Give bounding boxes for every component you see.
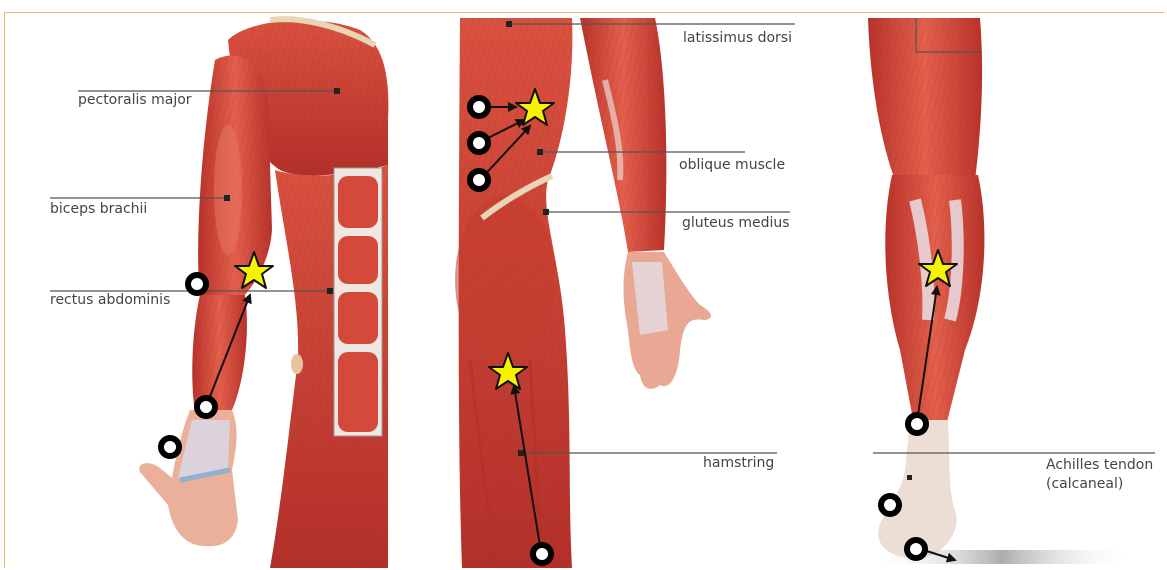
origin-ring-icon (470, 98, 488, 116)
panel-back (455, 18, 711, 568)
origin-ring-icon (881, 496, 899, 514)
origin-ring-icon (470, 134, 488, 152)
label-gluteus-medius: gluteus medius (682, 215, 790, 232)
label-biceps-brachii: biceps brachii (50, 201, 147, 218)
origin-ring-icon (188, 275, 206, 293)
origin-ring-icon (907, 540, 925, 558)
label-latissimus-dorsi: latissimus dorsi (683, 30, 792, 47)
origin-ring-icon (197, 398, 215, 416)
label-achilles-tendon: Achilles tendon (1046, 457, 1153, 474)
origin-ring-icon (161, 438, 179, 456)
origin-ring-icon (470, 171, 488, 189)
label-pectoralis-major: pectoralis major (78, 92, 192, 109)
origin-ring-icon (908, 415, 926, 433)
label-rectus-abdominis: rectus abdominis (50, 292, 170, 309)
label-achilles-calcaneal: (calcaneal) (1046, 476, 1123, 493)
label-oblique-muscle: oblique muscle (679, 157, 785, 174)
label-hamstring: hamstring (703, 455, 774, 472)
origin-ring-icon (533, 545, 551, 563)
